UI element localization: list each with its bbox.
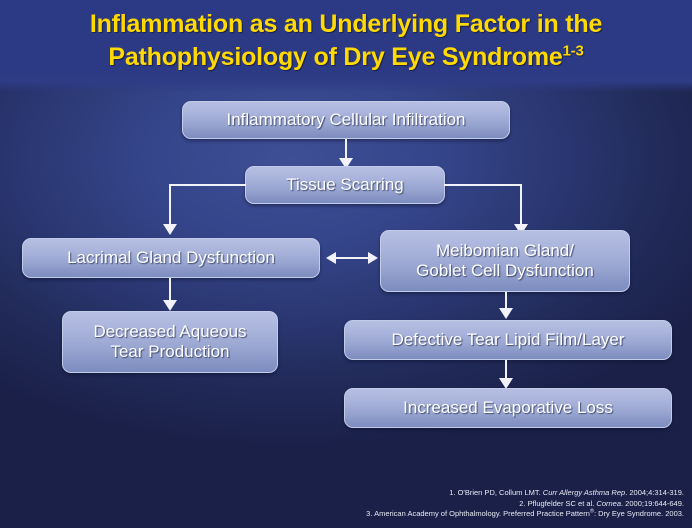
arrowhead-meibomian-right [368, 252, 378, 264]
connector-scarring-right-horizontal [444, 184, 522, 186]
reference-authors: American Academy of Ophthalmology. Prefe… [374, 509, 590, 519]
reference-citation: : Dry Eye Syndrome. 2003. [593, 509, 684, 519]
reference-authors: O'Brien PD, Collum LMT. [457, 488, 541, 498]
connector-scarring-right-vertical [520, 184, 522, 226]
reference-number: 3. [366, 509, 373, 519]
reference-authors: Pflugfelder SC et al. [527, 498, 595, 508]
arrowhead-lacrimal-left [326, 252, 336, 264]
node-label: Inflammatory Cellular Infiltration [226, 109, 466, 129]
connector-scarring-left-vertical [169, 184, 171, 226]
node-lacrimal-gland-dysfunction: Lacrimal Gland Dysfunction [22, 238, 320, 278]
title-citation-superscript: 1-3 [562, 42, 584, 60]
connector-lacrimal-meibomian [333, 257, 375, 259]
node-label: Lacrimal Gland Dysfunction [67, 247, 275, 267]
reference-item: 3. American Academy of Ophthalmology. Pr… [124, 509, 684, 520]
reference-citation: . 2000;19:644-649. [621, 498, 684, 508]
node-tissue-scarring: Tissue Scarring [245, 166, 445, 204]
reference-item: 2. Pflugfelder SC et al. Cornea. 2000;19… [124, 499, 684, 510]
arrowhead-infiltration-to-scarring [339, 158, 353, 169]
arrowhead-meibomian-to-lipid-film [499, 308, 513, 319]
reference-item: 1. O'Brien PD, Collum LMT. Curr Allergy … [124, 488, 684, 499]
node-label: Defective Tear Lipid Film/Layer [391, 329, 625, 349]
node-label: Decreased Aqueous Tear Production [93, 321, 247, 361]
reference-journal: Curr Allergy Asthma Rep [542, 488, 626, 498]
title-banner [0, 0, 692, 92]
title-line-2: Pathophysiology of Dry Eye Syndrome [108, 43, 563, 71]
page-title: Inflammation as an Underlying Factor in … [0, 8, 692, 74]
node-inflammatory-cellular-infiltration: Inflammatory Cellular Infiltration [182, 101, 510, 139]
node-label: Increased Evaporative Loss [403, 397, 613, 417]
arrowhead-lacrimal-to-aqueous [163, 300, 177, 311]
connector-lipid-film-to-evaporative-loss [505, 360, 507, 380]
node-label: Tissue Scarring [286, 174, 404, 194]
reference-number: 1. [449, 488, 456, 498]
title-line-1: Inflammation as an Underlying Factor in … [89, 10, 603, 38]
node-decreased-aqueous-tear-production: Decreased Aqueous Tear Production [62, 311, 278, 373]
reference-journal: Cornea [596, 498, 622, 508]
connector-scarring-left-horizontal [169, 184, 246, 186]
connector-infiltration-to-scarring [345, 139, 347, 161]
connector-lacrimal-to-aqueous [169, 278, 171, 302]
reference-number: 2. [519, 498, 526, 508]
reference-citation: . 2004;4:314-319. [625, 488, 684, 498]
node-label: Meibomian Gland/ Goblet Cell Dysfunction [416, 240, 594, 280]
arrowhead-scarring-to-lacrimal [163, 224, 177, 235]
arrowhead-scarring-to-meibomian [514, 224, 528, 235]
registered-trademark-icon: ® [589, 508, 594, 515]
node-increased-evaporative-loss: Increased Evaporative Loss [344, 388, 672, 428]
arrowhead-lipid-film-to-evaporative-loss [499, 378, 513, 389]
references-list: 1. O'Brien PD, Collum LMT. Curr Allergy … [124, 488, 684, 520]
connector-meibomian-to-lipid-film [505, 292, 507, 310]
node-meibomian-goblet-dysfunction: Meibomian Gland/ Goblet Cell Dysfunction [380, 230, 630, 292]
node-defective-tear-lipid-film: Defective Tear Lipid Film/Layer [344, 320, 672, 360]
